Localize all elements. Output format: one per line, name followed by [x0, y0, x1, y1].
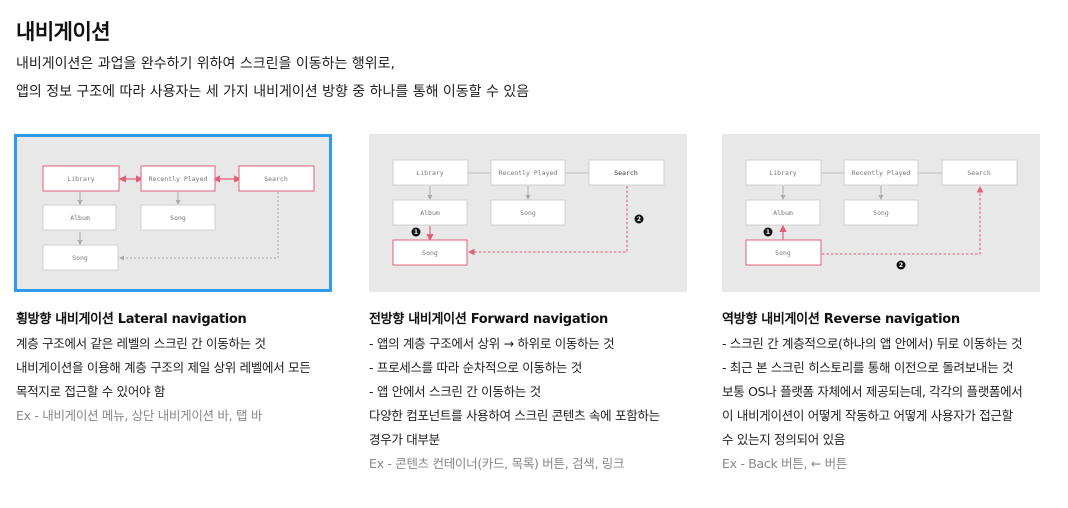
node-album: Album — [745, 199, 821, 226]
node-library: Library — [745, 159, 822, 186]
section-heading: 전방향 내비게이션 Forward navigation — [369, 312, 608, 327]
node-song-2: Song — [745, 239, 822, 266]
svg-text:Recently Played: Recently Played — [852, 169, 911, 177]
svg-text:Song: Song — [72, 254, 88, 262]
node-library: Library — [392, 159, 469, 186]
node-song: Song — [843, 199, 919, 226]
edge-search-song — [119, 192, 279, 261]
example-line: Ex - 콘텐츠 컨테이너(카드, 목록) 버튼, 검색, 링크 — [369, 456, 625, 471]
svg-text:2: 2 — [637, 216, 641, 223]
node-search: Search — [941, 159, 1018, 186]
description-line: 계층 구조에서 같은 레벨의 스크린 간 이동하는 것 — [16, 336, 266, 351]
svg-text:Album: Album — [70, 214, 90, 222]
node-search: Search — [238, 165, 315, 192]
forward-diagram-svg: Library Recently Played Search Album Son… — [392, 159, 665, 266]
svg-text:Search: Search — [264, 175, 288, 183]
svg-text:Recently Played: Recently Played — [149, 175, 208, 183]
step-badge-2: 2 — [634, 214, 644, 224]
lateral-description: 횡방향 내비게이션 Lateral navigation 계층 구조에서 같은 … — [16, 308, 346, 428]
forward-navigation-diagram[interactable]: Library Recently Played Search Album Son… — [369, 134, 687, 292]
svg-text:Song: Song — [873, 209, 889, 217]
node-recently-played: Recently Played — [140, 165, 216, 192]
node-album: Album — [42, 204, 117, 231]
reverse-navigation-diagram[interactable]: Library Recently Played Search Album Son… — [722, 134, 1040, 292]
reverse-description: 역방향 내비게이션 Reverse navigation - 스크린 간 계층적… — [722, 308, 1052, 476]
section-heading: 횡방향 내비게이션 Lateral navigation — [16, 312, 247, 327]
svg-text:Library: Library — [416, 169, 443, 177]
node-song: Song — [490, 199, 566, 226]
svg-text:Song: Song — [422, 249, 438, 257]
node-album: Album — [392, 199, 468, 226]
description-line: 수 있는지 정의되어 있음 — [722, 432, 846, 447]
svg-text:1: 1 — [766, 229, 770, 236]
svg-text:Song: Song — [520, 209, 536, 217]
edge-song-search — [822, 185, 984, 255]
description-line: - 스크린 간 계층적으로(하나의 앱 안에서) 뒤로 이동하는 것 — [722, 336, 1023, 351]
description-line: - 최근 본 스크린 히스토리를 통해 이전으로 돌려보내는 것 — [722, 360, 1014, 375]
svg-text:1: 1 — [414, 229, 418, 236]
node-search: Search — [588, 159, 665, 186]
reverse-diagram-svg: Library Recently Played Search Album Son… — [745, 159, 1018, 270]
description-line: 경우가 대부분 — [369, 432, 440, 447]
svg-text:2: 2 — [899, 262, 903, 269]
svg-text:Search: Search — [614, 169, 638, 177]
step-badge-1: 1 — [763, 227, 773, 237]
description-line: - 프로세스를 따라 순차적으로 이동하는 것 — [369, 360, 582, 375]
description-line: 내비게이션을 이용해 계층 구조의 제일 상위 레벨에서 모든 — [16, 360, 311, 375]
description-line: 다양한 컴포넌트를 사용하여 스크린 콘텐츠 속에 포함하는 — [369, 408, 660, 423]
example-line: Ex - Back 버튼, ← 버튼 — [722, 456, 848, 471]
description-line: - 앱 안에서 스크린 간 이동하는 것 — [369, 384, 541, 399]
forward-description: 전방향 내비게이션 Forward navigation - 앱의 계층 구조에… — [369, 308, 699, 476]
node-recently-played: Recently Played — [490, 159, 566, 186]
description-line: 보통 OS나 플랫폼 자체에서 제공되는데, 각각의 플랫폼에서 — [722, 384, 1023, 399]
lateral-diagram-svg: Library Recently Played Search Album Son… — [42, 165, 315, 271]
intro-text: 내비게이션은 과업을 완수하기 위하여 스크린을 이동하는 행위로, 앱의 정보… — [16, 50, 529, 106]
svg-text:Library: Library — [769, 169, 796, 177]
example-line: Ex - 내비게이션 메뉴, 상단 내비게이션 바, 탭 바 — [16, 408, 263, 423]
svg-text:Library: Library — [67, 175, 94, 183]
description-line: - 앱의 계층 구조에서 상위 → 하위로 이동하는 것 — [369, 336, 615, 351]
intro-line: 앱의 정보 구조에 따라 사용자는 세 가지 내비게이션 방향 중 하나를 통해… — [16, 84, 530, 100]
node-song-2: Song — [392, 239, 468, 266]
node-song-2: Song — [42, 244, 119, 271]
svg-text:Album: Album — [773, 209, 793, 217]
node-library: Library — [42, 165, 120, 192]
svg-text:Song: Song — [775, 249, 791, 257]
node-recently-played: Recently Played — [843, 159, 919, 186]
step-badge-2: 2 — [896, 260, 906, 270]
step-badge-1: 1 — [411, 227, 421, 237]
page-title: 내비게이션 — [16, 20, 111, 44]
intro-line: 내비게이션은 과업을 완수하기 위하여 스크린을 이동하는 행위로, — [16, 56, 395, 72]
svg-text:Recently Played: Recently Played — [499, 169, 558, 177]
svg-text:Search: Search — [967, 169, 991, 177]
description-line: 이 내비게이션이 어떻게 작동하고 어떻게 사용자가 접근할 — [722, 408, 1013, 423]
description-line: 목적지로 접근할 수 있어야 함 — [16, 384, 166, 399]
svg-text:Song: Song — [170, 214, 186, 222]
lateral-navigation-diagram[interactable]: Library Recently Played Search Album Son… — [14, 134, 332, 292]
edge-search-song — [467, 186, 628, 256]
section-heading: 역방향 내비게이션 Reverse navigation — [722, 312, 960, 327]
node-song: Song — [140, 204, 216, 231]
svg-text:Album: Album — [420, 209, 440, 217]
